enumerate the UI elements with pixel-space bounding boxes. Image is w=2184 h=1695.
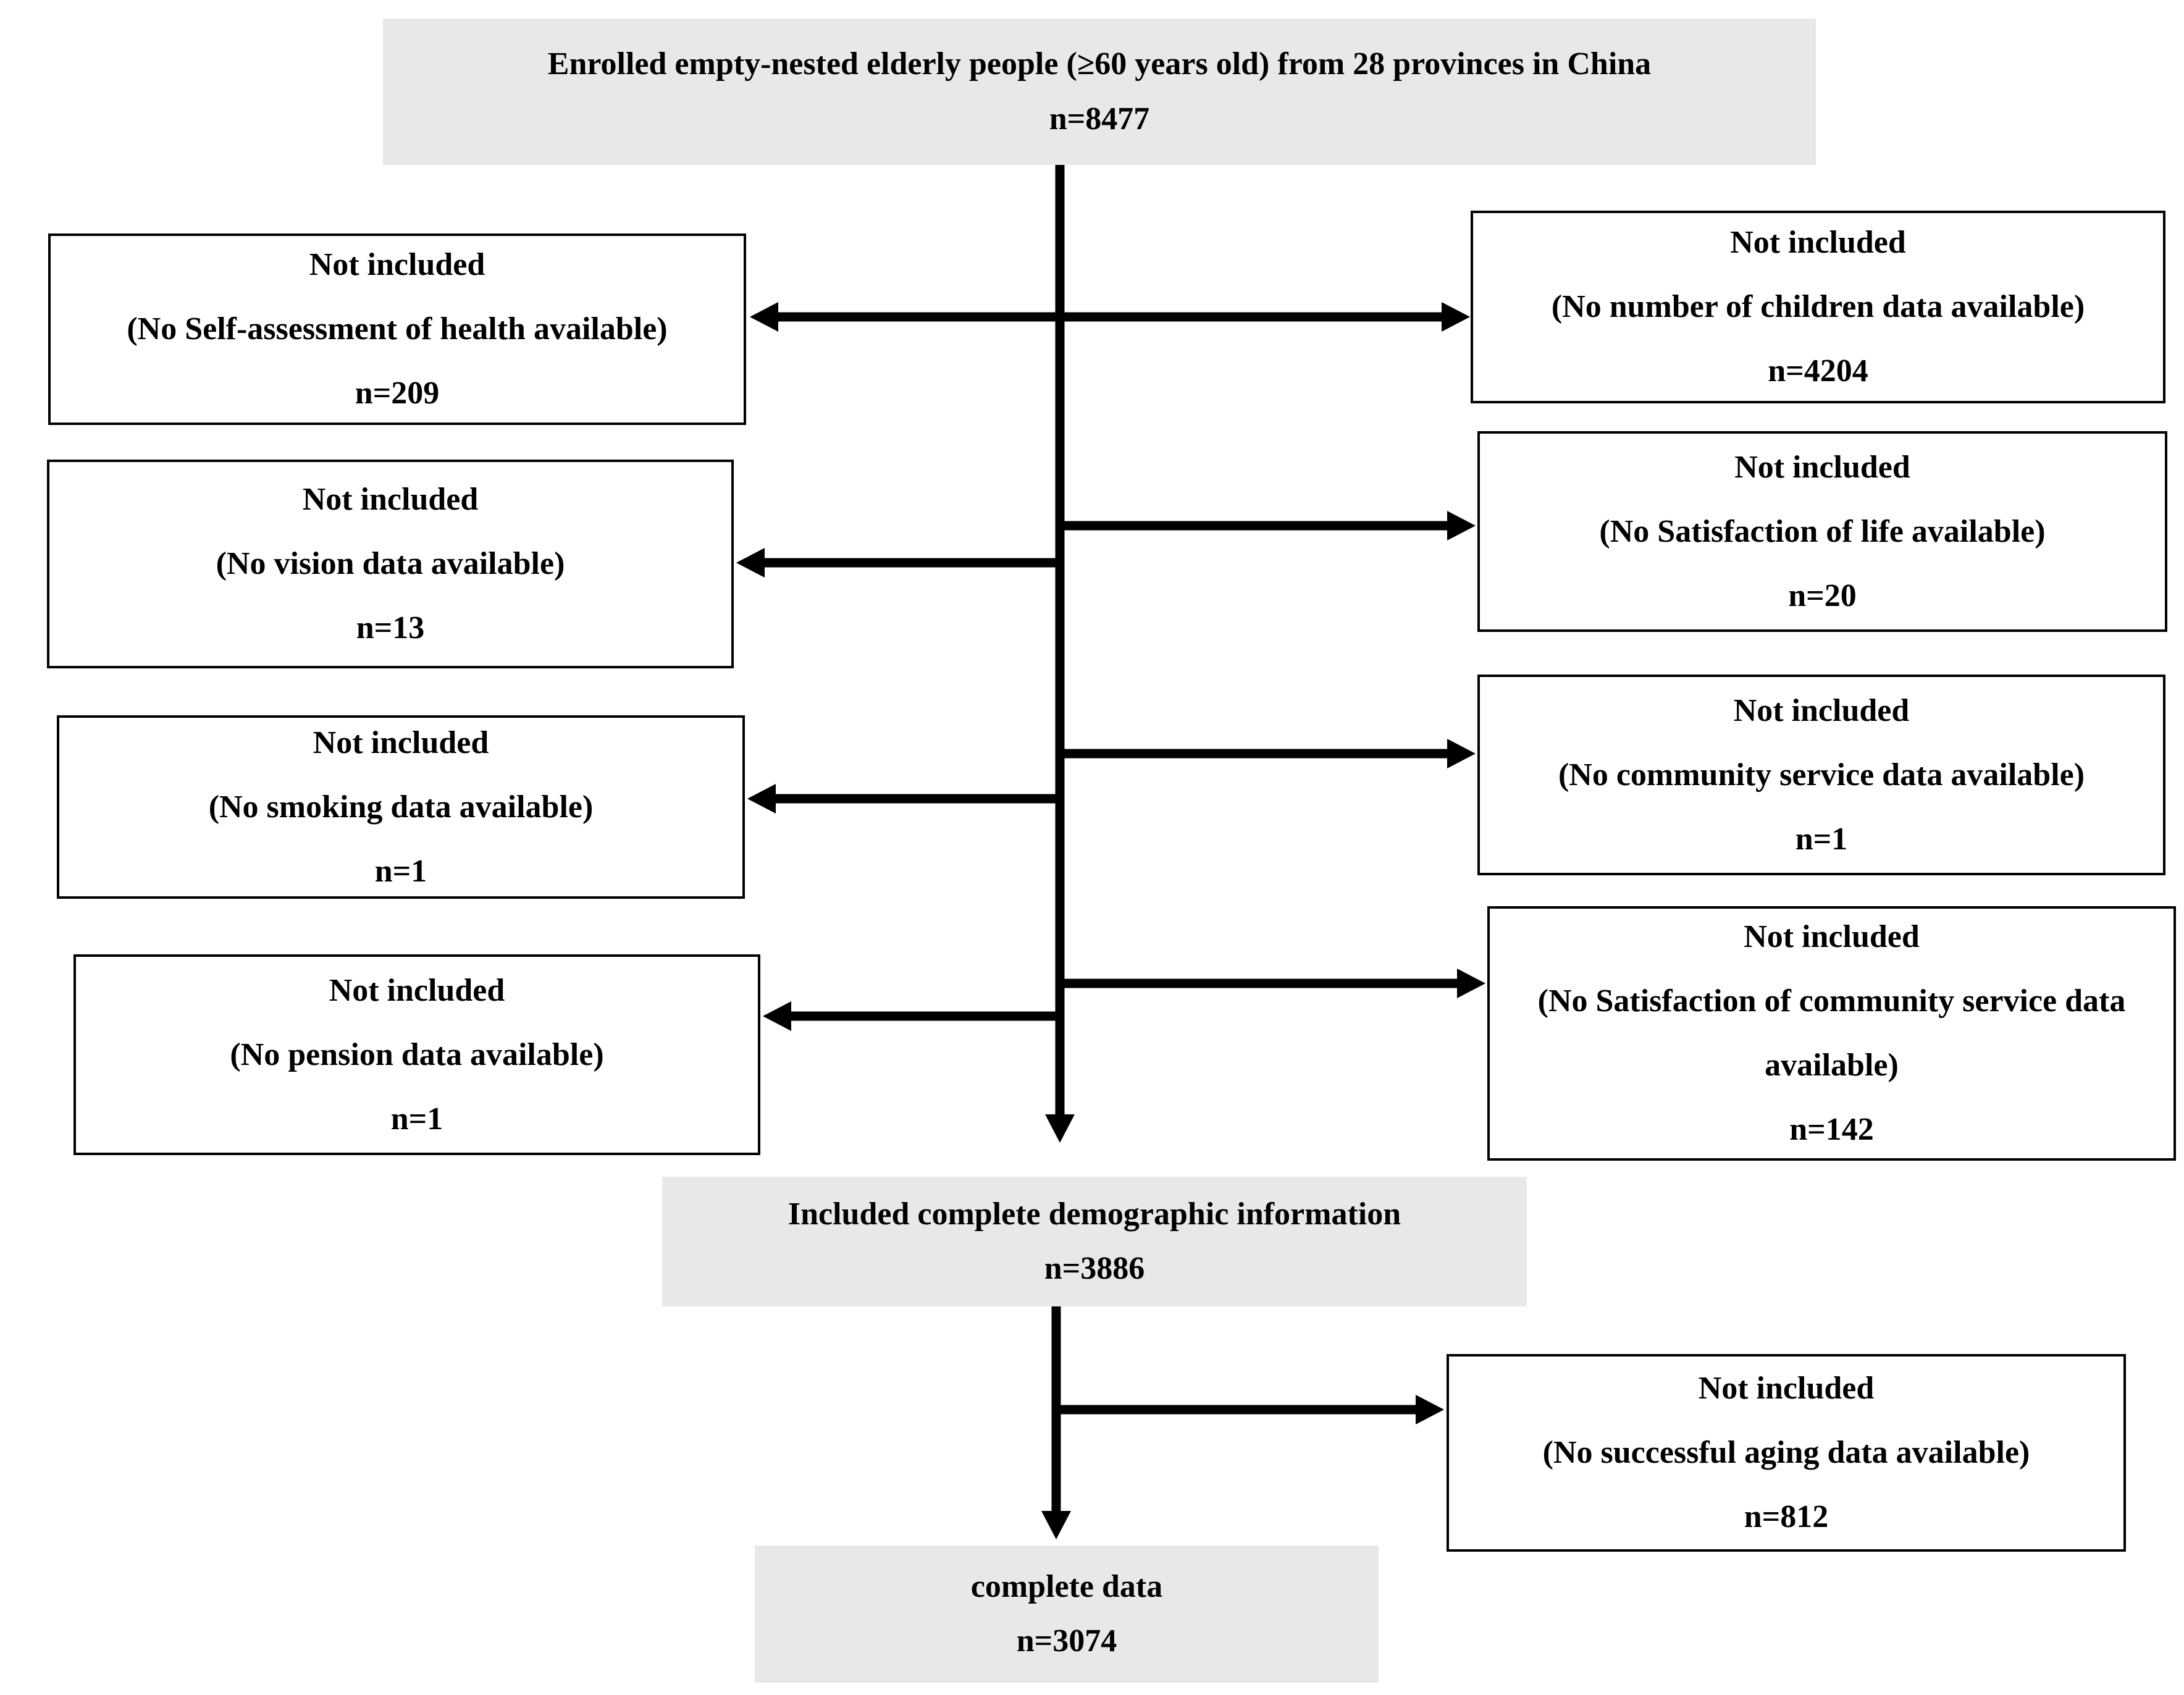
not-included-title: Not included	[302, 482, 479, 517]
box-not-included-right-3: Not included (No community service data …	[1477, 675, 2165, 875]
box-not-included-right-2: Not included (No Satisfaction of life av…	[1477, 431, 2167, 632]
exclusion-reason: (No smoking data available)	[208, 789, 594, 825]
box-not-included-left-3: Not included (No smoking data available)…	[57, 715, 745, 899]
not-included-title: Not included	[1733, 692, 1910, 728]
not-included-title: Not included	[1730, 225, 1906, 260]
box-complete-data: complete data n=3074	[755, 1546, 1379, 1683]
enrolled-text: Enrolled empty-nested elderly people (≥6…	[547, 46, 1652, 82]
exclusion-n: n=1	[374, 853, 427, 889]
exclusion-reason: (No Self-assessment of health available)	[127, 311, 668, 347]
arrow-trunk-bottom	[1041, 1306, 1071, 1539]
exclusion-n: n=1	[390, 1101, 443, 1137]
box-not-included-right-1: Not included (No number of children data…	[1471, 211, 2165, 403]
arrow-trunk-top	[1045, 165, 1075, 1143]
arrow-right-aging	[1056, 1395, 1444, 1424]
exclusion-reason: (No successful aging data available)	[1542, 1435, 2030, 1470]
arrow-left-3	[747, 784, 1060, 814]
enrolled-n: n=8477	[1049, 101, 1150, 137]
complete-text: complete data	[970, 1568, 1163, 1604]
not-included-title: Not included	[1734, 449, 1910, 485]
exclusion-n: n=4204	[1768, 353, 1868, 389]
exclusion-n: n=142	[1789, 1112, 1874, 1147]
exclusion-reason: (No Satisfaction of community service da…	[1537, 983, 2126, 1083]
not-included-title: Not included	[309, 247, 485, 282]
arrow-right-4	[1060, 969, 1485, 998]
arrow-left-2	[736, 548, 1060, 578]
exclusion-reason: (No vision data available)	[216, 546, 565, 581]
not-included-title: Not included	[1744, 919, 1920, 954]
exclusion-reason: (No community service data available)	[1558, 757, 2085, 793]
exclusion-n: n=20	[1788, 578, 1857, 613]
exclusion-n: n=1	[1795, 821, 1848, 857]
box-included-demographic: Included complete demographic informatio…	[662, 1177, 1527, 1306]
arrow-right-3	[1060, 739, 1476, 768]
box-enrolled: Enrolled empty-nested elderly people (≥6…	[383, 19, 1816, 165]
exclusion-n: n=209	[355, 376, 440, 411]
exclusion-reason: (No pension data available)	[230, 1037, 604, 1072]
arrow-double-horizontal-1	[750, 302, 1470, 332]
complete-n: n=3074	[1016, 1623, 1117, 1659]
arrow-left-4	[763, 1001, 1060, 1031]
included-text: Included complete demographic informatio…	[788, 1196, 1401, 1232]
arrow-right-2	[1060, 511, 1476, 540]
exclusion-reason: (No number of children data available)	[1551, 289, 2085, 324]
not-included-title: Not included	[313, 725, 489, 760]
box-not-included-aging: Not included (No successful aging data a…	[1447, 1354, 2126, 1552]
exclusion-n: n=812	[1744, 1499, 1829, 1534]
box-not-included-left-2: Not included (No vision data available) …	[47, 460, 734, 668]
box-not-included-right-4: Not included (No Satisfaction of communi…	[1487, 906, 2176, 1161]
exclusion-reason: (No Satisfaction of life available)	[1599, 513, 2046, 549]
exclusion-n: n=13	[356, 610, 425, 646]
box-not-included-left-4: Not included (No pension data available)…	[74, 954, 760, 1155]
box-not-included-left-1: Not included (No Self-assessment of heal…	[48, 233, 746, 425]
included-n: n=3886	[1044, 1251, 1145, 1286]
not-included-title: Not included	[1698, 1371, 1875, 1406]
not-included-title: Not included	[329, 972, 505, 1008]
